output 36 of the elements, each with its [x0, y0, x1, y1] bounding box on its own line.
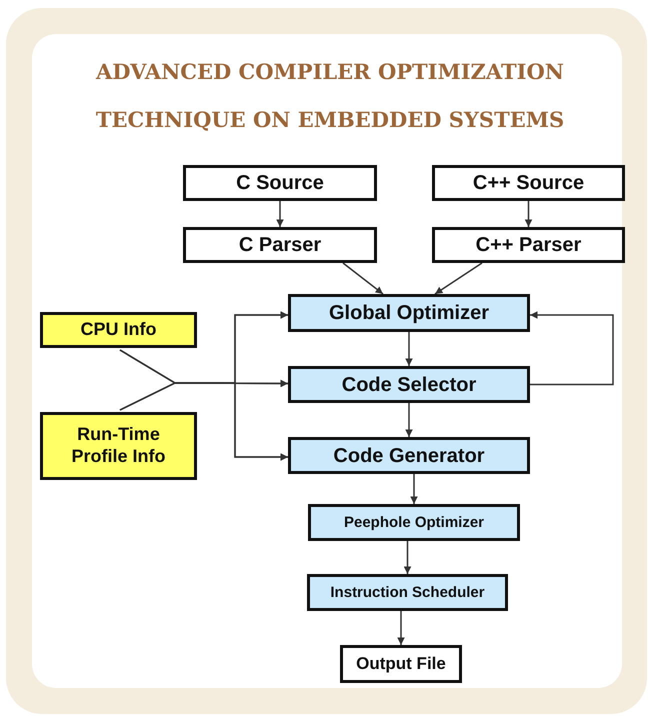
input-box [40, 312, 197, 348]
arrow [405, 403, 413, 437]
stage-box [307, 574, 508, 611]
stage-box [288, 437, 530, 474]
node-label: CPU Info [80, 319, 156, 341]
node-label: C++ Parser [476, 233, 582, 257]
arrow [276, 201, 284, 227]
arrow [120, 382, 288, 461]
node-label: C++ Source [472, 171, 584, 195]
arrow [410, 474, 418, 504]
process-box [432, 227, 625, 263]
arrow [530, 311, 614, 386]
stage-box [288, 294, 530, 332]
node-label: Run-Time Profile Info [70, 424, 166, 468]
node-label: Output File [356, 654, 446, 674]
stage-box [288, 366, 530, 403]
node-label: Code Selector [342, 372, 476, 396]
process-box [183, 165, 377, 201]
node-label: Global Optimizer [328, 301, 490, 325]
title: ADVANCED COMPILER OPTIMIZATION TECHNIQUE ON EMBEDDED SYSTEMS [94, 58, 566, 134]
process-box [432, 165, 625, 201]
stage-box [308, 504, 520, 541]
node-label: Instruction Scheduler [330, 584, 485, 602]
input-box [40, 412, 197, 480]
arrow [397, 611, 405, 645]
arrow [405, 332, 413, 366]
node-label: C Parser [238, 233, 322, 257]
process-box [340, 645, 462, 683]
process-box [183, 227, 377, 263]
arrow [524, 201, 532, 227]
node-label: C Source [236, 171, 324, 195]
arrow [342, 262, 384, 295]
arrow [434, 262, 482, 295]
node-label: Code Generator [333, 444, 485, 468]
arrow [404, 541, 412, 574]
node-label: Peephole Optimizer [344, 514, 484, 532]
